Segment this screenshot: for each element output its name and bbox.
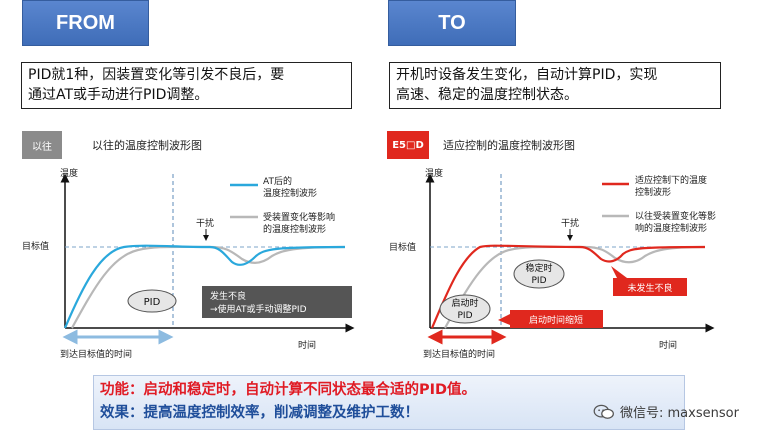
stable-pid-line1: 稳定时 <box>525 262 552 274</box>
startup-pid-line1: 启动时 <box>451 297 478 309</box>
pid-label: PID <box>144 297 161 308</box>
startup-pid-line2: PID <box>457 311 472 321</box>
wechat-icon <box>593 404 614 419</box>
adaptive-chart-title: 适应控制的温度控制波形图 <box>443 139 575 152</box>
legend-at-line2: 温度控制波形 <box>263 187 317 199</box>
change-affected-waveform <box>71 245 346 329</box>
legend-old-line1: 以往受装置变化等影 <box>635 210 716 222</box>
legend-at-line1: AT后的 <box>263 175 292 187</box>
to-description-line2: 高速、稳定的温度控制状态。 <box>396 87 578 103</box>
x-axis-label: 时间 <box>659 339 677 351</box>
to-description-box: 开机时设备发生变化，自动计算PID，实现 高速、稳定的温度控制状态。 <box>389 62 721 109</box>
stable-pid-ellipse <box>513 259 565 289</box>
reach-time-label: 到达目标值的时间 <box>60 348 132 360</box>
startup-shortened-callout <box>510 310 603 328</box>
disturbance-label: 干扰 <box>196 217 214 229</box>
target-value-label: 目标值 <box>22 240 49 252</box>
watermark-text: 微信号: maxsensor <box>620 406 739 421</box>
conventional-tag: 以往 <box>22 131 62 159</box>
to-header: TO <box>388 0 516 46</box>
target-value-label: 目标值 <box>389 241 416 253</box>
x-axis-label: 时间 <box>298 339 316 351</box>
reach-time-label: 到达目标值的时间 <box>423 348 495 360</box>
legend-adaptive-line2: 控制波形 <box>635 186 671 198</box>
legend-old-line2: 响的温度控制波形 <box>635 222 707 234</box>
from-description-line1: PID就1种，因装置变化等引发不良后，要 <box>28 67 285 83</box>
failure-box <box>202 286 352 318</box>
startup-shortened-label: 启动时间缩短 <box>529 314 583 326</box>
summary-banner: 功能：启动和稳定时，自动计算不同状态最合适的PID值。 效果：提高温度控制效率，… <box>93 375 685 430</box>
no-failure-label: 未发生不良 <box>627 282 672 294</box>
function-summary: 功能：启动和稳定时，自动计算不同状态最合适的PID值。 <box>100 382 477 398</box>
old-waveform <box>444 245 706 329</box>
startup-pid-ellipse <box>439 294 491 324</box>
failure-line1: 发生不良 <box>210 290 246 302</box>
from-header: FROM <box>22 0 149 46</box>
conventional-waveform-chart: 温度 时间 目标值 AT后的 温度控制波形 受装置变化等影响 的温度控制波形 干… <box>22 167 355 360</box>
wechat-watermark: 微信号: maxsensor <box>593 402 739 421</box>
disturbance-label: 干扰 <box>561 217 579 229</box>
y-axis-label: 温度 <box>425 167 443 179</box>
startup-shortened-pointer <box>498 314 510 325</box>
adaptive-waveform <box>430 244 706 329</box>
pid-ellipse <box>127 289 177 313</box>
legend-change-line2: 的温度控制波形 <box>263 223 326 235</box>
e5d-tag: E5□D <box>387 131 429 159</box>
adaptive-waveform-chart: 温度 时间 目标值 适应控制下的温度 控制波形 以往受装置变化等影 响的温度控制… <box>389 167 716 360</box>
legend-adaptive-line1: 适应控制下的温度 <box>635 174 707 186</box>
legend-change-line1: 受装置变化等影响 <box>263 211 335 223</box>
stable-pid-line2: PID <box>531 276 546 286</box>
from-description-line2: 通过AT或手动进行PID调整。 <box>28 87 209 103</box>
post-at-waveform <box>63 244 346 329</box>
from-description-box: PID就1种，因装置变化等引发不良后，要 通过AT或手动进行PID调整。 <box>21 62 352 109</box>
conventional-chart-title: 以往的温度控制波形图 <box>92 139 202 152</box>
failure-line2: →使用AT或手动调整PID <box>210 303 307 315</box>
to-description-line1: 开机时设备发生变化，自动计算PID，实现 <box>396 67 658 83</box>
no-failure-callout <box>613 278 687 296</box>
no-failure-pointer <box>611 266 627 278</box>
effect-summary: 效果：提高温度控制效率，削减调整及维护工数！ <box>100 405 419 421</box>
y-axis-label: 温度 <box>60 167 78 179</box>
